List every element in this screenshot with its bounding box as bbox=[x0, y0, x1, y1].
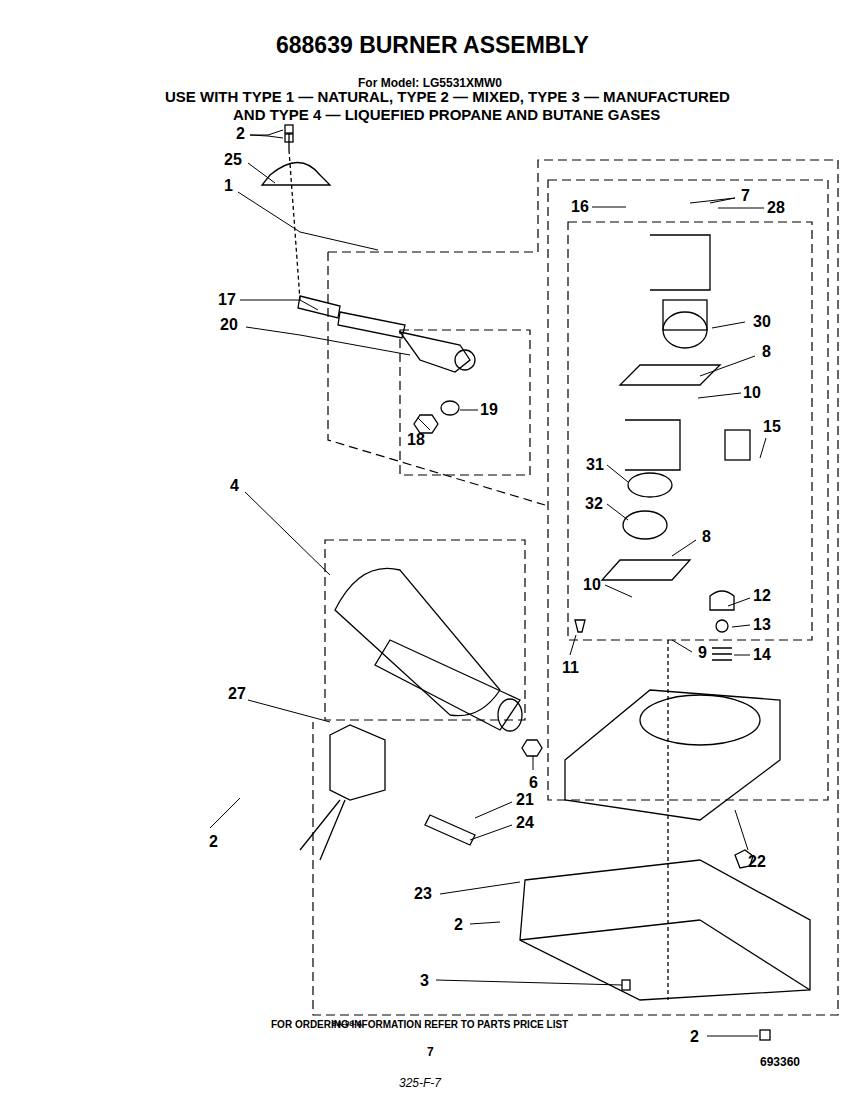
callout-number: 28 bbox=[767, 200, 785, 216]
callout-number: 22 bbox=[748, 854, 766, 870]
callout-number: 21 bbox=[516, 792, 534, 808]
callout-number: 32 bbox=[585, 496, 603, 512]
callout-number: 2 bbox=[209, 834, 218, 850]
callout-number: 8 bbox=[702, 529, 711, 545]
callout-number: 8 bbox=[762, 344, 771, 360]
callout-number: 12 bbox=[753, 588, 771, 604]
callout-number: 19 bbox=[480, 402, 498, 418]
callout-number: 25 bbox=[224, 152, 242, 168]
callout-number: 18 bbox=[407, 432, 425, 448]
callout-number: 27 bbox=[228, 686, 246, 702]
callout-number: 14 bbox=[753, 647, 771, 663]
callout-number: 20 bbox=[220, 317, 238, 333]
callout-number: 9 bbox=[698, 645, 707, 661]
drawing-code: 7 bbox=[427, 1046, 434, 1058]
callout-number: 10 bbox=[743, 385, 761, 401]
title: 688639 BURNER ASSEMBLY bbox=[276, 34, 589, 57]
drawing-code: 8A-98-A bbox=[332, 1020, 362, 1028]
callout-number: 2 bbox=[236, 126, 245, 142]
callout-number: 30 bbox=[753, 314, 771, 330]
callout-number: 17 bbox=[218, 292, 236, 308]
callout-number: 11 bbox=[562, 660, 579, 676]
callout-number: 13 bbox=[753, 617, 771, 633]
header-text: USE WITH TYPE 1 — NATURAL, TYPE 2 — MIXE… bbox=[165, 89, 730, 104]
callout-number: 15 bbox=[763, 419, 781, 435]
callout-number: 10 bbox=[583, 577, 601, 593]
callout-number: 16 bbox=[571, 199, 589, 215]
callout-number: 31 bbox=[586, 457, 604, 473]
callout-number: 2 bbox=[454, 917, 463, 933]
callout-number: 6 bbox=[529, 775, 538, 791]
caption: FOR ORDERING INFORMATION REFER TO PARTS … bbox=[271, 1020, 568, 1030]
callout-number: 7 bbox=[741, 188, 750, 204]
header-text: For Model: LG5531XMW0 bbox=[358, 77, 502, 89]
callout-number: 2 bbox=[690, 1029, 699, 1045]
callout-number: 1 bbox=[224, 178, 233, 194]
header-text: AND TYPE 4 — LIQUEFIED PROPANE AND BUTAN… bbox=[233, 107, 660, 122]
callout-number: 4 bbox=[230, 478, 239, 494]
drawing-code: 693360 bbox=[760, 1056, 800, 1068]
callout-number: 24 bbox=[516, 815, 534, 831]
callout-number: 3 bbox=[420, 973, 429, 989]
callout-number: 23 bbox=[414, 886, 432, 902]
drawing-code: 325-F-7 bbox=[399, 1077, 441, 1089]
